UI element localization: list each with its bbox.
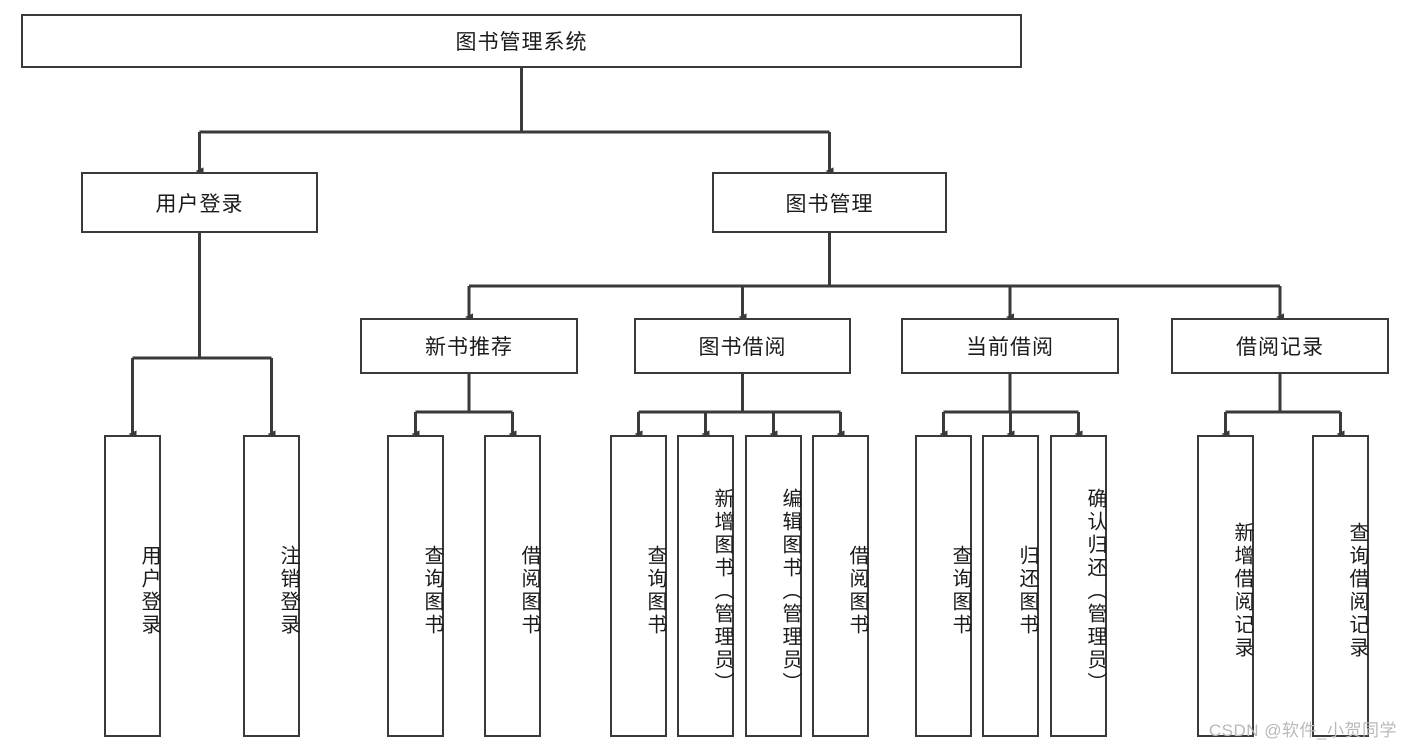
node-bookmgmt[interactable]: 图书管理 xyxy=(712,172,947,233)
node-leaf-bk-add[interactable]: 新增图书（管理员） xyxy=(677,435,734,737)
node-newbook[interactable]: 新书推荐 xyxy=(360,318,578,374)
node-label: 确认归还（管理员） xyxy=(1084,487,1106,695)
node-label: 图书管理 xyxy=(785,192,874,216)
node-records[interactable]: 借阅记录 xyxy=(1171,318,1389,374)
node-leaf-nb-borrow[interactable]: 借阅图书 xyxy=(484,435,541,737)
node-leaf-bk-borrow[interactable]: 借阅图书 xyxy=(812,435,869,737)
node-leaf-cur-confirm[interactable]: 确认归还（管理员） xyxy=(1050,435,1107,737)
node-label: 查询借阅记录 xyxy=(1346,522,1368,660)
node-label: 查询图书 xyxy=(421,545,443,637)
node-leaf-rec-query[interactable]: 查询借阅记录 xyxy=(1312,435,1369,737)
node-leaf-nb-query[interactable]: 查询图书 xyxy=(387,435,444,737)
node-leaf-user-logout[interactable]: 注销登录 xyxy=(243,435,300,737)
node-borrow[interactable]: 图书借阅 xyxy=(634,318,851,374)
watermark: CSDN @软件_小贺同学 xyxy=(1208,721,1397,740)
node-leaf-rec-add[interactable]: 新增借阅记录 xyxy=(1197,435,1254,737)
node-label: 当前借阅 xyxy=(966,336,1054,359)
node-label: 编辑图书（管理员） xyxy=(779,487,801,695)
node-label: 用户登录 xyxy=(138,545,160,637)
node-leaf-user-login[interactable]: 用户登录 xyxy=(104,435,161,737)
node-label: 新增图书（管理员） xyxy=(711,487,733,695)
node-label: 图书借阅 xyxy=(698,336,787,359)
node-leaf-cur-return[interactable]: 归还图书 xyxy=(982,435,1039,737)
node-leaf-cur-query[interactable]: 查询图书 xyxy=(915,435,972,737)
node-label: 查询图书 xyxy=(949,545,971,637)
node-label: 新增借阅记录 xyxy=(1231,522,1253,660)
node-label: 新书推荐 xyxy=(425,336,513,359)
node-login[interactable]: 用户登录 xyxy=(81,172,318,233)
node-label: 借阅记录 xyxy=(1236,336,1324,359)
node-leaf-bk-query[interactable]: 查询图书 xyxy=(610,435,667,737)
node-label: 用户登录 xyxy=(155,192,244,216)
node-label: 查询图书 xyxy=(644,545,666,637)
node-label: 借阅图书 xyxy=(846,545,868,637)
node-label: 注销登录 xyxy=(277,545,299,637)
node-root[interactable]: 图书管理系统 xyxy=(21,14,1022,68)
node-current[interactable]: 当前借阅 xyxy=(901,318,1119,374)
node-leaf-bk-edit[interactable]: 编辑图书（管理员） xyxy=(745,435,802,737)
node-label: 图书管理系统 xyxy=(455,31,588,54)
node-label: 借阅图书 xyxy=(518,545,540,637)
node-label: 归还图书 xyxy=(1016,545,1038,637)
